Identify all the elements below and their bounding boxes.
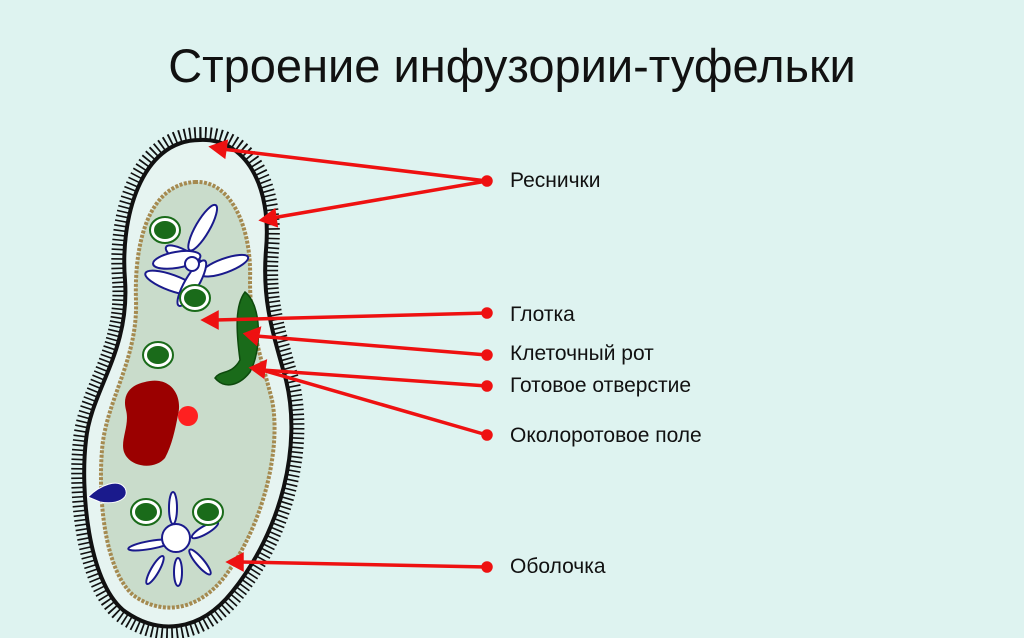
micronucleus <box>178 406 198 426</box>
label-pellicle: Оболочка <box>510 555 606 578</box>
label-pharynx: Глотка <box>510 303 575 326</box>
label-anal-pore: Готовое отверстие <box>510 374 692 397</box>
label-cilia: Реснички <box>510 169 601 192</box>
anal-pore-vacuole <box>87 482 127 504</box>
label-cell-mouth: Клеточный рот <box>510 342 654 365</box>
food-vacuoles <box>130 216 224 526</box>
label-pointers <box>200 139 493 573</box>
label-peristome: Околоротовое поле <box>510 424 702 447</box>
macronucleus <box>123 380 180 466</box>
slide-title: Строение инфузории-туфельки <box>168 39 856 92</box>
